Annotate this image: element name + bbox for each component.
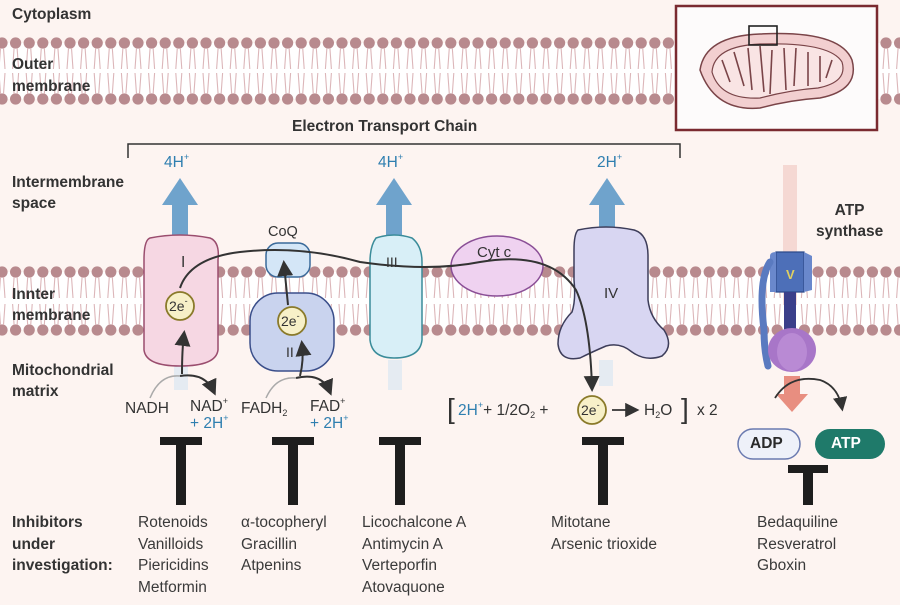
fad-label: FAD+ + 2H+ [310,396,349,433]
proton-arrow-III [376,178,412,238]
inset-zoom-box [748,25,778,46]
electron-label-IV: 2e- [581,400,600,419]
adp-pill [737,428,801,460]
proton-label-III: 4H+ [378,152,404,172]
coq [265,242,311,278]
proton-label-IV: 2H+ [597,152,623,172]
atp-pill [815,429,885,459]
atp-synthase-stalk [784,292,796,332]
complex-IV-label: IV [604,285,619,302]
etc-title: Electron Transport Chain [292,118,478,135]
reaction-open-bracket: [ [447,393,455,424]
atp-synthase-rotor-mark: V [786,267,795,282]
complex-I-label: I [181,254,186,271]
proton-label-I: 4H+ [164,152,190,172]
nad-label: NAD+ + 2H+ [190,396,229,433]
complex-III-label: III [386,254,398,270]
atp-label: ATP [831,435,861,452]
electron-I [165,291,195,321]
nadh-label: NADH [125,400,169,417]
electron-label-II: 2e- [281,311,300,330]
etc-bracket [127,143,681,158]
reaction-close-bracket: ] [681,393,689,424]
adp-label: ADP [750,435,783,452]
reaction-product: H2O [644,402,673,420]
electron-label-I: 2e- [169,296,188,315]
proton-arrows [162,178,625,238]
atp-synthase-stator [758,258,774,370]
label-cytoplasm: Cytoplasm [12,6,92,23]
complex-II-label: II [286,344,294,360]
electron-IV [577,395,607,425]
electron-path [179,249,600,392]
proton-arrow-IV [589,178,625,236]
cyt-c-label: Cyt c [477,244,512,261]
reaction-multiplier: x 2 [697,402,718,419]
fadh2-label: FADH2 [241,400,288,418]
reaction-left: 2H++ 1/2O2 + [458,400,549,420]
coq-label: CoQ [268,224,298,240]
proton-arrow-I [162,178,198,238]
electron-II [277,306,307,336]
inhibitor-bars [160,437,828,505]
